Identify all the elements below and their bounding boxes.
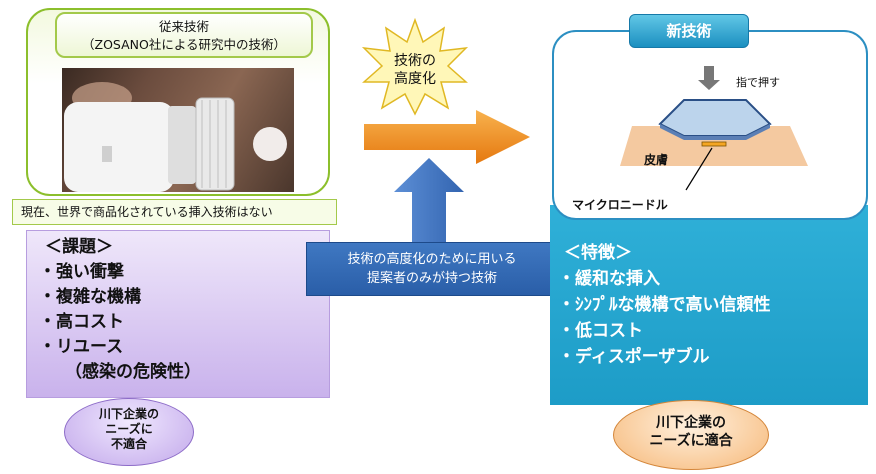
no-commercial-tech-note: 現在、世界で商品化されている挿入技術はない <box>12 199 337 225</box>
starburst-label: 技術の 高度化 <box>378 52 452 88</box>
feature-item: ・緩和な挿入 <box>558 269 660 289</box>
issue-item: ・リユース <box>39 337 124 357</box>
issues-panel: ＜課題＞ ・強い衝撃 ・複雑な機構 ・高コスト ・リユース （感染の危険性） <box>26 230 330 398</box>
feature-item: ・ｼﾝﾌﾟﾙな機構で高い信頼性 <box>558 295 771 315</box>
tech-arrow-up <box>394 158 464 244</box>
starburst-line1: 技術の <box>394 53 436 69</box>
proposer-tech-line1: 技術の高度化のために用いる <box>347 252 517 267</box>
conventional-device-photo <box>62 68 294 192</box>
new-tech-title: 新技術 <box>629 14 749 48</box>
proposer-tech-box: 技術の高度化のために用いる 提案者のみが持つ技術 <box>306 242 558 296</box>
unsuitable-line2: ニーズに <box>105 422 153 436</box>
feature-item: ・低コスト <box>558 321 643 341</box>
starburst-line2: 高度化 <box>394 71 436 87</box>
suitable-needs-ellipse: 川下企業の ニーズに適合 <box>613 400 769 470</box>
conventional-tech-title-line2: （ZOSANO社による研究中の技術） <box>82 37 286 52</box>
unsuitable-needs-ellipse: 川下企業の ニーズに 不適合 <box>64 398 194 466</box>
conventional-tech-title: 従来技術 （ZOSANO社による研究中の技術） <box>55 12 313 58</box>
issue-item: ・複雑な機構 <box>39 287 141 307</box>
suitable-line2: ニーズに適合 <box>649 433 733 449</box>
issue-item: ・高コスト <box>39 312 124 332</box>
microneedle-label: マイクロニードル <box>572 198 668 212</box>
conventional-tech-title-line1: 従来技術 <box>158 19 209 34</box>
issue-item: ・強い衝撃 <box>39 262 124 282</box>
issues-heading: ＜課題＞ <box>45 237 113 257</box>
advance-arrow-right <box>364 110 530 164</box>
unsuitable-line1: 川下企業の <box>98 407 159 421</box>
feature-item: ・ディスポーザブル <box>558 347 710 367</box>
features-heading: ＜特徴＞ <box>564 243 632 263</box>
features-panel: ＜特徴＞ ・緩和な挿入 ・ｼﾝﾌﾟﾙな機構で高い信頼性 ・低コスト ・ディスポー… <box>550 205 868 405</box>
press-label: 指で押す <box>736 76 780 89</box>
applicator-device-illustration <box>64 82 287 192</box>
proposer-tech-line2: 提案者のみが持つ技術 <box>366 271 497 286</box>
microneedle-diagram <box>620 66 808 191</box>
skin-label: 皮膚 <box>644 153 669 167</box>
starburst-shape <box>361 18 469 116</box>
unsuitable-line3: 不適合 <box>110 437 147 451</box>
suitable-line1: 川下企業の <box>656 415 726 431</box>
issue-item-note: （感染の危険性） <box>65 362 201 382</box>
